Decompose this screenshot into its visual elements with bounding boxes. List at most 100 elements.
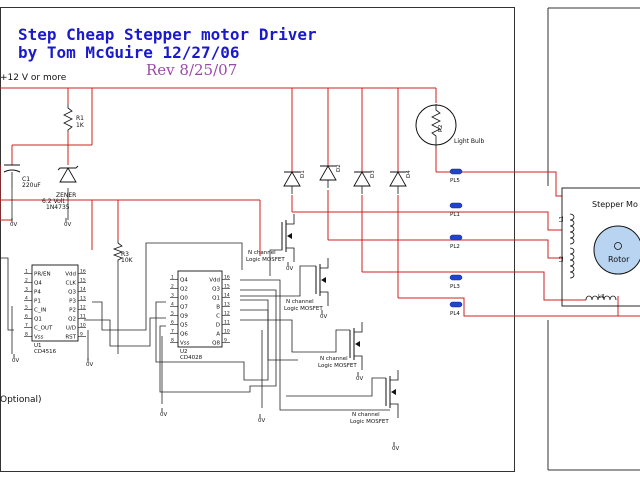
u2-pin-num-left-4: 4	[171, 301, 174, 307]
ground-label-10: 0V	[392, 446, 399, 452]
u2-pin-label-left-4: Q7	[180, 304, 188, 310]
mosfet-3-drain	[354, 322, 363, 333]
u1-pin-num-left-7: 7	[25, 322, 28, 328]
mosfet-3-label-2: Logic MOSFET	[318, 363, 357, 369]
u2-gate-extra	[240, 309, 298, 361]
u1-pin-label-right-5: P2	[69, 307, 76, 313]
u1-pin-label-right-2: CLK	[65, 280, 76, 286]
mosfet-2-label-2: Logic MOSFET	[284, 306, 323, 312]
r1-value: 1K	[76, 122, 85, 129]
u1-pin-num-left-1: 1	[25, 268, 28, 274]
u2-pin-label-right-5: C	[216, 313, 220, 319]
u2-pin-num-right-7: 10	[224, 328, 230, 334]
rotor-label: Rotor	[608, 255, 630, 264]
ground-label-6: 0V	[258, 418, 265, 424]
u2-out-b	[159, 289, 277, 393]
mosfet-2-arrow	[321, 277, 326, 283]
rotor-shaft	[614, 242, 622, 250]
u1-ref: U1	[34, 343, 42, 349]
pl1-motor-wire	[292, 211, 562, 231]
ground-label-2: 0V	[64, 222, 71, 228]
u1-pin-label-left-5: C_IN	[34, 307, 46, 313]
diode-3-ref: D3	[370, 170, 376, 178]
u1-pin-label-left-1: PR/EN	[34, 271, 51, 277]
zener-part: 1N4735	[46, 204, 70, 211]
zener-name: ZENER	[56, 192, 76, 199]
r3-value: 10K	[121, 257, 134, 264]
motor-frame	[561, 187, 640, 307]
title-line1: Step Cheap Stepper motor Driver	[18, 25, 317, 44]
u1-pin-num-left-5: 5	[25, 304, 28, 310]
ground-label-8: 0V	[320, 314, 327, 320]
connector-pl3	[449, 274, 463, 281]
pl2-motor-wire	[328, 239, 562, 259]
u2-pin-num-right-5: 12	[224, 310, 230, 316]
connector-label-pl5: PL5	[450, 178, 460, 184]
mosfet-4-source	[390, 403, 399, 418]
u2-pin-num-right-1: 16	[224, 274, 230, 280]
connector-pl4	[449, 301, 463, 308]
coil-l1	[569, 213, 575, 245]
gate-3-wire	[240, 319, 350, 353]
u2-pin-label-left-5: Q9	[180, 313, 188, 319]
u2-pin-label-right-8: Q8	[212, 340, 220, 346]
connector-label-pl1: PL1	[450, 212, 460, 218]
mosfet-2-drain	[320, 258, 329, 269]
u2-part: CD4028	[180, 355, 203, 361]
u1-pin-label-left-7: C_OUT	[34, 325, 53, 331]
connector-label-pl3: PL3	[450, 284, 460, 290]
u2-pin-label-left-7: Q6	[180, 331, 188, 337]
mosfet-3-arrow	[355, 341, 360, 347]
coil-l2	[569, 247, 575, 279]
diode-3-body	[353, 171, 371, 187]
gate-2-wire	[240, 265, 316, 297]
u2-pin-num-left-3: 3	[171, 292, 174, 298]
c1-value: 220uF	[22, 182, 41, 189]
mosfet-3-source	[354, 355, 363, 370]
u1-pin-label-right-1: Vdd	[65, 271, 76, 277]
u2-pin-label-right-2: Q3	[212, 286, 220, 292]
u1-body	[31, 264, 79, 342]
mosfet-4-label-1: N channel	[352, 412, 380, 418]
connector-pl5	[449, 168, 463, 175]
u2-pin-num-left-6: 6	[171, 319, 174, 325]
u2-pin-label-left-6: Q5	[180, 322, 188, 328]
lamp-label: Light Bulb	[454, 138, 484, 145]
u1-pin-label-right-8: RST	[65, 334, 76, 340]
pl3-motor-wire	[362, 271, 586, 301]
mosfet-2-source	[320, 291, 329, 306]
u1-u2-link	[92, 242, 243, 331]
mosfet-4-label-2: Logic MOSFET	[350, 419, 389, 425]
u2-pin-label-right-7: A	[216, 331, 220, 337]
u1-pin-num-right-1: 16	[80, 268, 86, 274]
ground-label-9: 0V	[356, 376, 363, 382]
u2-ref: U2	[180, 349, 188, 355]
u2-pin-num-left-7: 7	[171, 328, 174, 334]
u2-pin-num-right-3: 14	[224, 292, 230, 298]
u2-pin-label-right-4: B	[216, 304, 220, 310]
u2-pin-label-left-2: Q2	[180, 286, 188, 292]
u2-pin-label-left-8: Vss	[180, 340, 190, 346]
mosfet-4-arrow	[391, 389, 396, 395]
u1-pin-num-left-6: 6	[25, 313, 28, 319]
u2-pin-label-right-6: D	[216, 322, 220, 328]
title-line2: by Tom McGuire 12/27/06	[18, 43, 240, 62]
diode-4-ref: D4	[406, 170, 412, 178]
connector-pl1	[449, 202, 463, 209]
zener-body	[59, 167, 77, 183]
u1-pin-num-left-3: 3	[25, 286, 28, 292]
u2-pin-label-left-1: Q4	[180, 277, 188, 283]
zener-bar	[57, 165, 79, 171]
connector-label-pl2: PL2	[450, 244, 460, 250]
u1-pin-num-left-2: 2	[25, 277, 28, 283]
u2-pin-label-right-1: Vdd	[209, 277, 220, 283]
u1-pin-label-left-8: Vss	[34, 334, 44, 340]
u2-body	[177, 270, 223, 348]
u2-gate-4	[240, 279, 390, 411]
r3-resistor	[112, 240, 124, 262]
u1-pin-num-right-3: 14	[80, 286, 86, 292]
u1-pin-num-right-2: 15	[80, 277, 86, 283]
